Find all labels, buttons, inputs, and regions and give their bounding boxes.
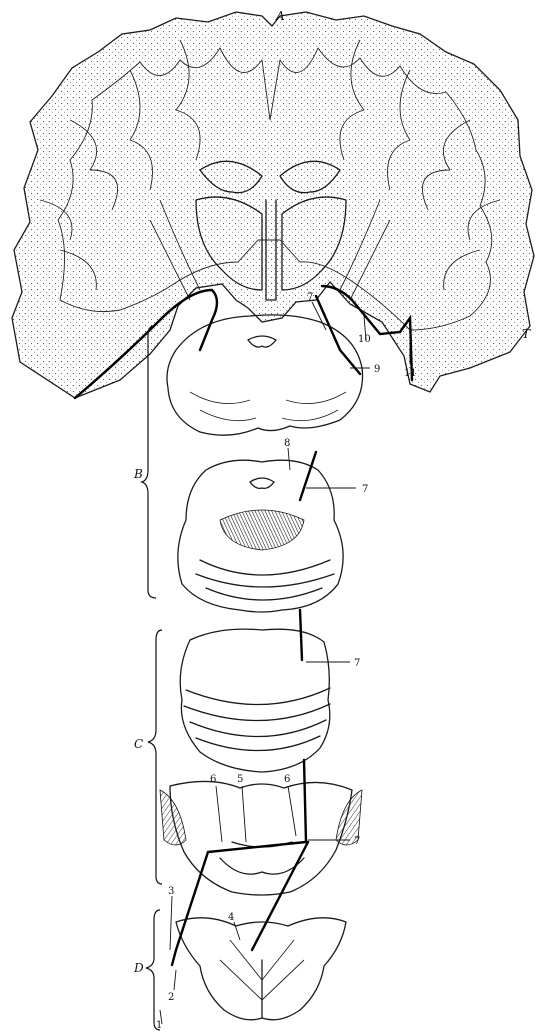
label-11: 11 — [404, 368, 417, 379]
label-T: T — [522, 327, 531, 341]
upper-pons-section — [178, 460, 343, 612]
upper-medulla-outline — [170, 781, 352, 895]
label-D: D — [133, 961, 144, 975]
lower-pons-section — [180, 629, 330, 772]
tract-right-to-medulla — [252, 842, 308, 950]
label-B: B — [133, 467, 143, 481]
fourth-ventricle-upper — [250, 478, 274, 488]
label-C: C — [134, 737, 143, 751]
cerebral-aqueduct — [248, 336, 276, 347]
leader-3 — [170, 896, 172, 950]
medial-lemniscus-dark — [220, 510, 304, 550]
label-A: A — [275, 9, 285, 23]
label-5: 5 — [237, 774, 243, 785]
cerebral-cortex-outline — [12, 12, 534, 398]
cerebral-peduncle-lines — [190, 392, 346, 421]
label-6-left: 6 — [210, 774, 216, 785]
transverse-pontine-fibers — [184, 688, 330, 751]
tract-right-descending — [172, 296, 360, 965]
label-3: 3 — [168, 886, 174, 897]
cerebellar-peduncle-hatch-left — [160, 790, 186, 845]
brace-D — [146, 910, 160, 1030]
label-7-c: 7 — [354, 658, 360, 669]
label-6-right: 6 — [284, 774, 290, 785]
label-4: 4 — [228, 912, 234, 923]
label-1: 1 — [156, 1020, 162, 1031]
brace-B — [142, 326, 156, 598]
label-2: 2 — [168, 992, 174, 1003]
cerebrum-coronal-section — [12, 12, 534, 398]
brace-C — [148, 630, 162, 884]
leader-6-right — [288, 786, 296, 836]
pons-basilar-fibers — [196, 560, 334, 600]
upper-medulla-section — [160, 781, 362, 895]
label-7-d: 7 — [354, 836, 360, 847]
label-9: 9 — [374, 364, 380, 375]
leader-8 — [288, 448, 290, 470]
label-7-b: 7 — [362, 484, 368, 495]
leader-6-left — [216, 786, 222, 842]
label-8: 8 — [284, 438, 290, 449]
label-7-top: 7 — [307, 292, 313, 303]
leader-5 — [242, 786, 246, 842]
label-10: 10 — [358, 334, 371, 345]
leader-2 — [174, 970, 176, 990]
